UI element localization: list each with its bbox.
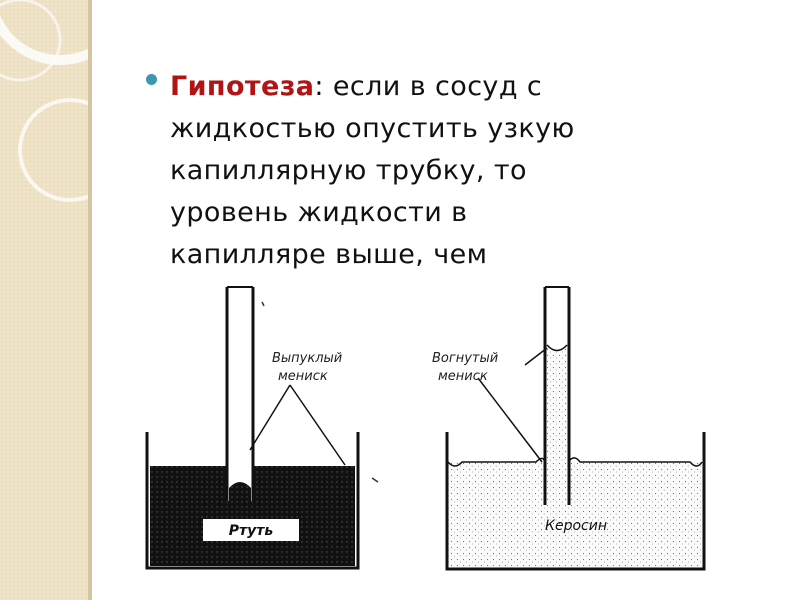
- mercury-meniscus-label-2: мениск: [278, 369, 328, 384]
- kerosene-meniscus-label-1: Вогнутый: [432, 351, 498, 366]
- kerosene-liquid-label: Керосин: [545, 518, 607, 534]
- hypothesis-text: Гипотеза: если в сосуд с жидкостью опуст…: [170, 66, 730, 276]
- mercury-capillary-tube: [227, 287, 253, 501]
- kerosene-meniscus-label-2: мениск: [438, 369, 488, 384]
- hypothesis-line-1-text: если в сосуд с: [323, 71, 543, 102]
- decorative-rings: [0, 0, 92, 202]
- mercury-pointer-line-2: [289, 384, 346, 466]
- hypothesis-line-1: Гипотеза: если в сосуд с: [170, 66, 730, 108]
- kerosene-column: [547, 345, 567, 505]
- mercury-container: [145, 432, 360, 570]
- kerosene-vessel: Вогнутый мениск Керосин: [432, 286, 706, 571]
- mercury-label-box: [203, 519, 299, 541]
- hypothesis-line-2: жидкостью опустить узкую: [170, 113, 575, 144]
- kerosene-pointer-line-1: [524, 347, 548, 366]
- mercury-liquid-label: Ртуть: [229, 523, 274, 539]
- kerosene-liquid: [448, 462, 702, 568]
- kerosene-container: [445, 432, 706, 571]
- hypothesis-line-3: капиллярную трубку, то: [170, 155, 527, 186]
- side-panel-edge: [88, 0, 92, 600]
- mercury-meniscus-label-1: Выпуклый: [272, 351, 342, 366]
- kerosene-pointer-line-2: [477, 377, 543, 463]
- hypothesis-line-5: капилляре выше, чем: [170, 239, 488, 270]
- bullet-dot-icon: [146, 74, 157, 85]
- mercury-pointer-line-1: [249, 384, 291, 451]
- side-decoration-panel: [0, 0, 92, 600]
- mercury-convex-meniscus: [229, 482, 251, 501]
- hypothesis-line-4: уровень жидкости в: [170, 197, 468, 228]
- hypothesis-colon: :: [314, 71, 324, 102]
- mercury-vessel: Выпуклый мениск Ртуть: [145, 286, 379, 570]
- hypothesis-keyword: Гипотеза: [170, 71, 315, 102]
- kerosene-concave-meniscus: [546, 344, 568, 352]
